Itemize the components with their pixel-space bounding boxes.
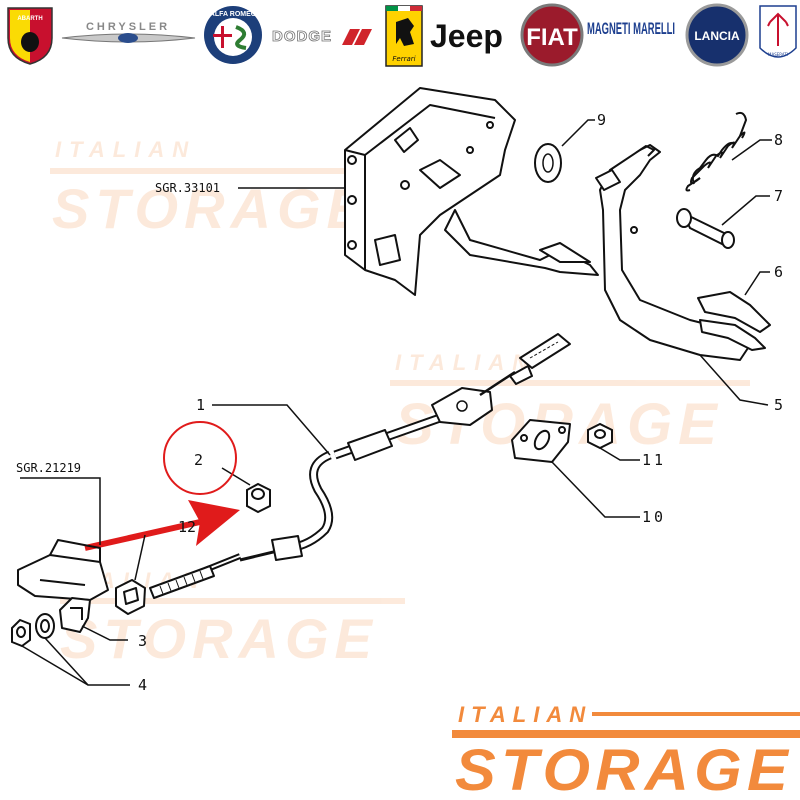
leader-2	[221, 467, 251, 486]
part-2-nut	[246, 482, 271, 514]
leader-8	[731, 139, 772, 161]
abarth-logo-text: ABARTH	[17, 16, 42, 22]
callout-3: 3	[138, 632, 147, 650]
watermark-line1: ITALIAN	[55, 137, 196, 162]
highlight-circle	[163, 421, 237, 495]
magneti-marelli-logo-text: MAGNETI MARELLI	[587, 19, 675, 38]
leader-5	[699, 354, 769, 406]
leader-3	[81, 625, 128, 641]
dodge-logo: DODGE	[272, 28, 372, 45]
leader-4b	[44, 637, 89, 686]
fiat-logo-text: FIAT	[526, 24, 578, 51]
callout-6: 6	[774, 263, 783, 281]
dodge-logo-text: DODGE	[272, 28, 332, 45]
part-8-spring	[685, 111, 748, 192]
leader-12	[134, 534, 146, 581]
floor-bracket-assembly	[17, 539, 109, 601]
highlight-arrow	[84, 500, 240, 551]
callout-8: 8	[774, 131, 783, 149]
jeep-logo: Jeep	[430, 18, 503, 54]
ref-sgr-21219: SGR.21219	[16, 461, 81, 475]
ref-sgr-33101: SGR.33101	[155, 181, 220, 195]
chrysler-logo: CHRYSLER	[61, 21, 196, 43]
leader-1	[212, 404, 331, 456]
callout-10: 10	[642, 508, 666, 526]
alfa-romeo-logo-text: ALFA ROMEO	[210, 11, 257, 18]
italian-storage-logo: ITALIAN STORAGE	[452, 702, 800, 800]
abarth-logo: ABARTH	[7, 7, 53, 65]
callout-12: 12	[178, 518, 196, 536]
watermark-bottom-left: ITALIAN STORAGE	[60, 568, 405, 670]
logo-line2: STORAGE	[455, 738, 793, 800]
part-1-clutch-cable	[149, 333, 571, 599]
leader-6	[744, 271, 770, 296]
chrysler-logo-text: CHRYSLER	[86, 21, 170, 33]
brand-logo-strip: ABARTH CHRYSLER ALFA ROMEO DODGE	[7, 3, 797, 67]
part-6-pedal-pad	[697, 291, 771, 351]
ferrari-logo: Ferrari	[385, 5, 423, 67]
watermark-line2: STORAGE	[60, 607, 378, 670]
watermark-group: ITALIAN STORAGE ITALIAN STORAGE ITALIAN …	[50, 137, 750, 670]
callout-5: 5	[774, 396, 783, 414]
callout-11: 11	[642, 451, 666, 469]
alfa-romeo-logo: ALFA ROMEO	[204, 6, 262, 64]
ferrari-logo-text: Ferrari	[392, 55, 415, 63]
callout-9: 9	[597, 111, 606, 129]
watermark-line1: ITALIAN	[395, 350, 536, 375]
logo-line1: ITALIAN	[458, 702, 592, 727]
leader-11	[599, 447, 640, 461]
magneti-marelli-logo: MAGNETI MARELLI	[587, 19, 675, 38]
fiat-logo: FIAT	[520, 3, 584, 67]
callout-2: 2	[194, 451, 203, 469]
part-11-nut	[587, 422, 613, 450]
part-9-washer	[534, 143, 562, 183]
pedal-box-assembly	[344, 87, 599, 296]
part-7-bushing	[676, 208, 735, 249]
part-5-pedal-arm	[595, 144, 751, 361]
leader-10	[551, 461, 640, 518]
callout-4: 4	[138, 676, 147, 694]
leader-sgr-21219	[20, 477, 101, 545]
lancia-logo-text: LANCIA	[694, 29, 740, 43]
maserati-logo: MASERATI	[759, 5, 797, 58]
part-12-fork	[115, 579, 146, 615]
leader-9	[561, 119, 595, 147]
lancia-logo: LANCIA	[685, 3, 749, 67]
maserati-logo-text: MASERATI	[768, 52, 788, 57]
callout-1: 1	[196, 396, 205, 414]
leader-7	[721, 195, 770, 226]
callout-7: 7	[774, 187, 783, 205]
part-10-plate	[511, 419, 571, 463]
part-3-clip	[59, 597, 91, 633]
